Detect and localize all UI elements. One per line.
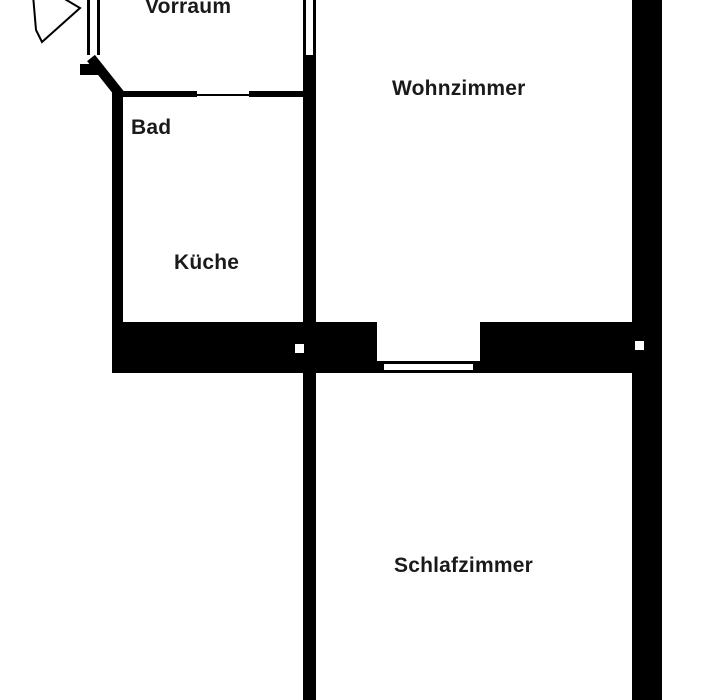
wall-marker-left	[295, 344, 304, 353]
middle-wall-left	[112, 322, 377, 373]
passage-frame-right	[473, 361, 480, 373]
room-label-kueche: Küche	[174, 251, 240, 274]
passage-frame-top	[384, 361, 473, 364]
entrance-arrow-icon	[32, 0, 82, 44]
room-label-bad: Bad	[131, 116, 172, 139]
central-wall-lower	[303, 373, 316, 700]
wall-marker-right	[635, 341, 644, 350]
vorraum-right-wall-inner	[313, 0, 316, 55]
vorraum-corner-stub	[80, 64, 98, 75]
passage-frame-left	[377, 361, 384, 373]
vorraum-right-wall-outer	[303, 0, 306, 55]
vorraum-bad-door-threshold	[197, 94, 249, 96]
vorraum-bad-wall-right	[249, 91, 309, 97]
middle-wall-right	[480, 322, 662, 373]
central-wall-upper	[303, 55, 316, 325]
room-label-schlafzimmer: Schlafzimmer	[394, 554, 533, 577]
vorraum-bad-wall-left	[112, 91, 197, 97]
diagonal-wall	[87, 54, 126, 101]
room-label-wohnzimmer: Wohnzimmer	[392, 77, 526, 100]
kitchen-left-wall	[112, 91, 123, 373]
vorraum-left-wall-outer	[87, 0, 90, 55]
vorraum-left-wall-inner	[97, 0, 100, 55]
passage-frame-bottom	[384, 370, 473, 373]
room-label-vorraum: Vorraum	[145, 0, 232, 18]
